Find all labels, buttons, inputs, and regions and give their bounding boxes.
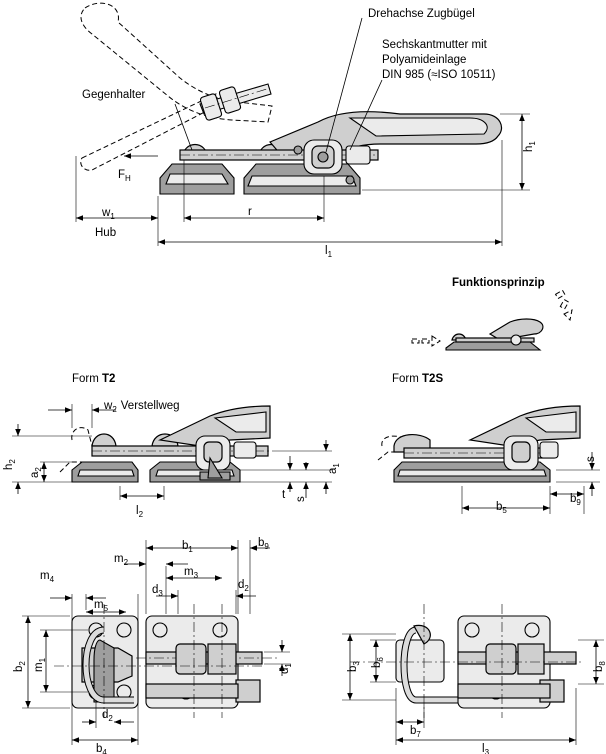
h2-label: h2 [3, 459, 17, 470]
form-t2-title: Form T2 [72, 373, 115, 385]
top-view-t2s [342, 604, 604, 745]
form-t2s-title: Form T2S [392, 373, 443, 385]
h1-label: h1 [523, 141, 537, 152]
m5-label: m5 [94, 599, 109, 613]
b6-label: b6 [371, 657, 385, 668]
main-side-view [75, 2, 530, 246]
form-t2s-view [377, 405, 600, 514]
b4-label: b4 [96, 743, 107, 754]
d3-label: d3 [152, 584, 163, 598]
b7-label: b7 [410, 725, 421, 739]
principle-title: Funktionsprinzip [452, 277, 545, 289]
b5-label: b5 [496, 501, 507, 515]
a2-label: a2 [29, 467, 43, 478]
form-t2-view [12, 404, 332, 500]
t-label: t [282, 489, 286, 501]
b8-label: b8 [593, 661, 606, 672]
s-label-t2: s [295, 496, 307, 502]
m3-label: m3 [184, 566, 199, 580]
a1-label: a1 [327, 463, 341, 474]
l2-label: l2 [136, 505, 144, 519]
m1-label: m1 [33, 657, 47, 672]
nut-callout-line1: Sechskantmutter mit [382, 39, 488, 51]
l3-label: l3 [482, 743, 490, 754]
nut-callout-line2: Polyamideinlage [382, 54, 466, 66]
force-label: FH [118, 169, 131, 183]
r-label: r [248, 206, 252, 218]
s-label-t2s: s [585, 456, 597, 462]
d1-label: d1 [279, 663, 293, 674]
b9-label-top: b9 [258, 537, 269, 551]
m4-label: m4 [40, 570, 55, 584]
m2-label: m2 [114, 553, 129, 567]
w1-label: w1 [101, 207, 115, 221]
d2-label-top: d2 [238, 579, 249, 593]
top-view-t2 [22, 540, 290, 745]
l1-label: l1 [325, 245, 333, 259]
d2-label-bottom: d2 [102, 709, 113, 723]
pivot-callout: Drehachse Zugbügel [368, 8, 475, 20]
b1-label: b1 [182, 540, 193, 554]
b2-label: b2 [13, 661, 27, 672]
b9-label-t2s: b9 [570, 493, 581, 507]
principle-diagram [411, 289, 573, 351]
nut-callout-line3: DIN 985 (≈ISO 10511) [382, 69, 496, 81]
counter-callout: Gegenhalter [82, 89, 145, 101]
b3-label: b3 [347, 661, 361, 672]
hub-label: Hub [95, 227, 116, 239]
